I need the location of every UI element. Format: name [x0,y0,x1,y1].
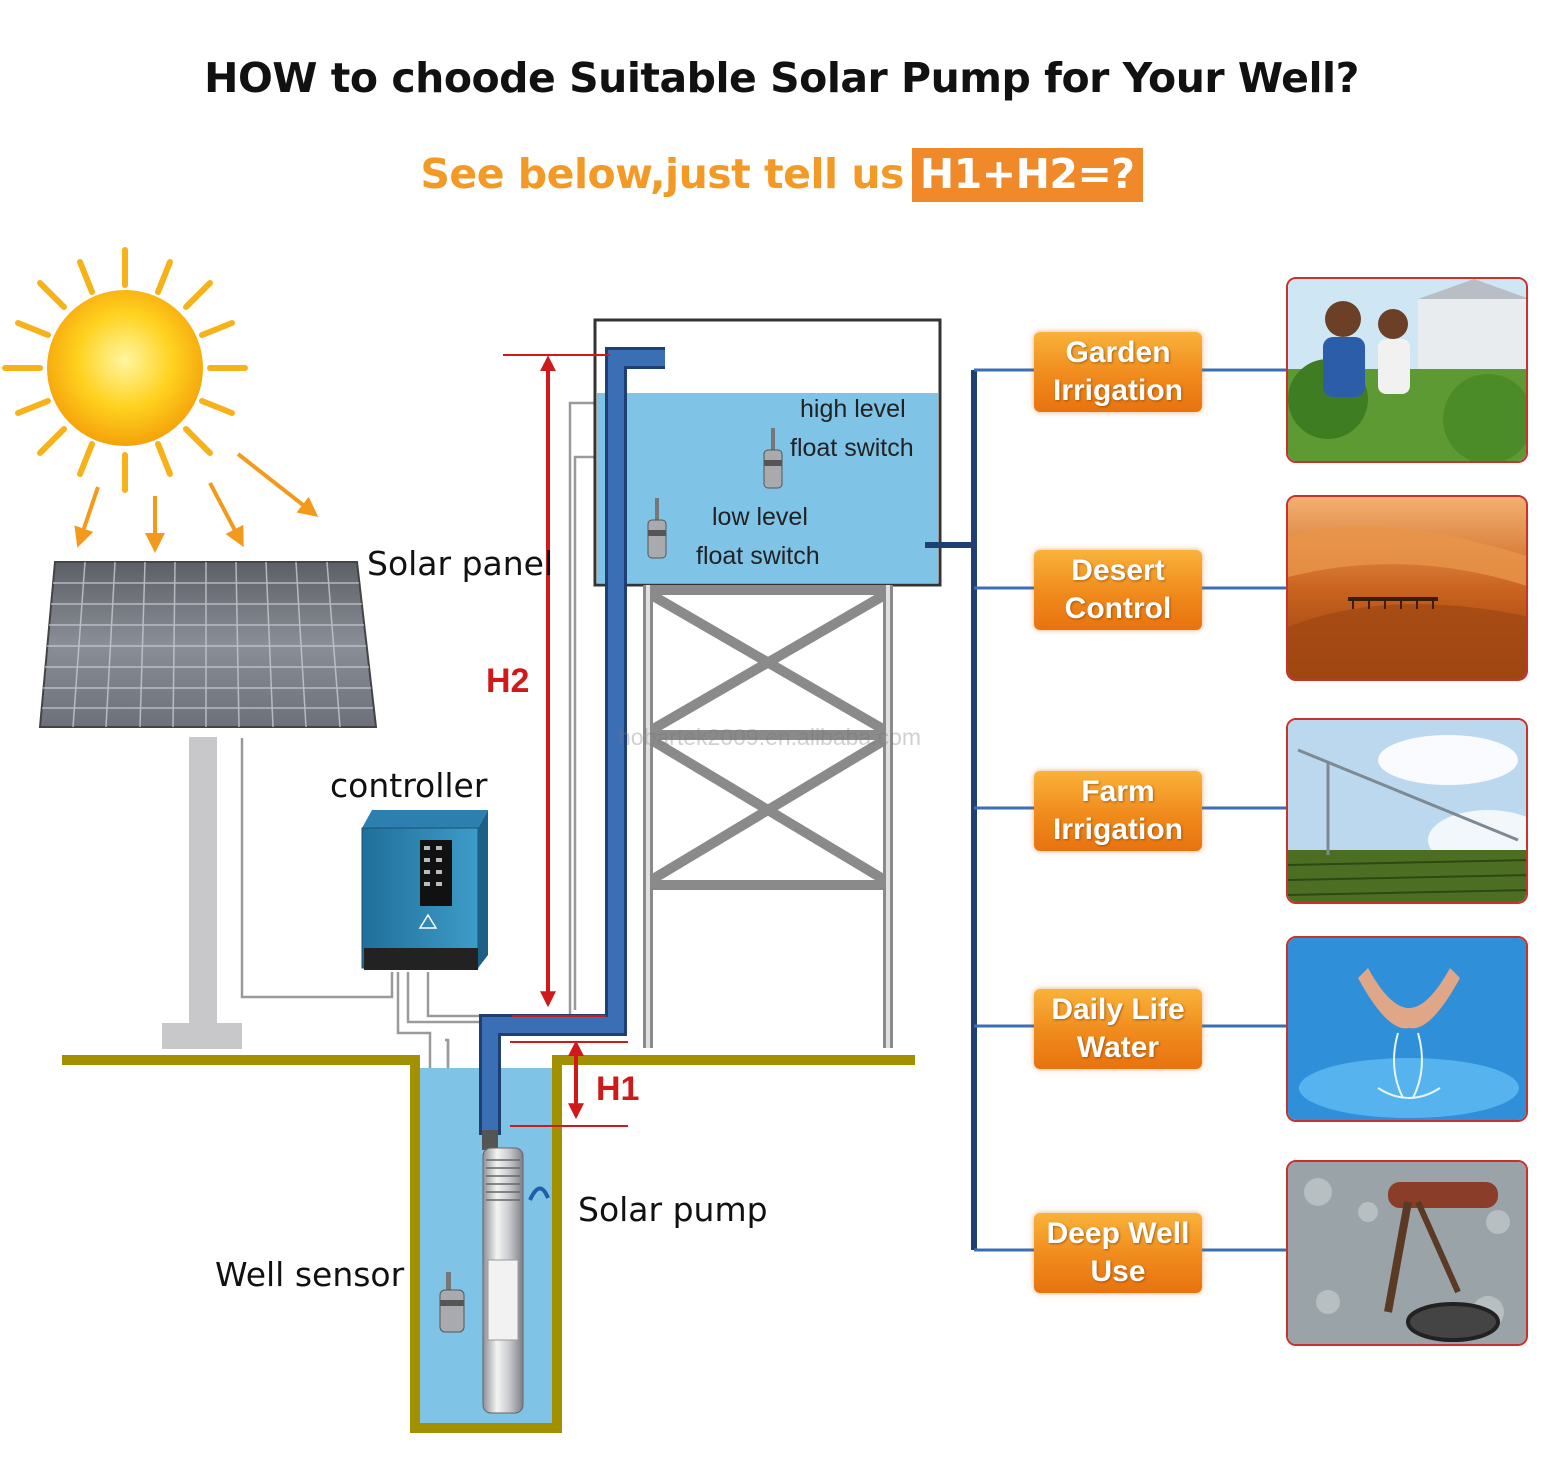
solar-pump-label: Solar pump [578,1190,768,1229]
watermark: hobartek2009.en.alibaba.com [618,724,922,750]
h2-dimension [503,354,610,1017]
low-level-label-2: float switch [696,542,820,570]
app-label-line1: Farm [1081,775,1155,808]
h1-label: H1 [596,1070,640,1108]
distribution-pipes [925,368,1286,1252]
delivery-pipe [479,347,665,1135]
daily-life-water-button: Daily Life Water [1034,989,1202,1069]
solar-pump-icon [482,1130,550,1414]
high-level-label-2: float switch [790,434,914,462]
low-level-label-1: low level [712,503,808,531]
tank-tower [643,585,893,1048]
solar-panel [38,561,378,728]
garden-irrigation-button: Garden Irrigation [1034,332,1202,412]
well-photo [1286,1160,1528,1346]
sun-ray-arrows [74,452,319,553]
water-photo [1286,936,1528,1122]
app-label-line2: Control [1064,592,1172,625]
app-label-line2: Use [1090,1255,1146,1288]
farm-photo [1286,718,1528,904]
well-sensor-label: Well sensor [215,1255,405,1294]
garden-photo [1286,277,1528,463]
farm-irrigation-button: Farm Irrigation [1034,771,1202,851]
low-level-float-switch-icon [647,498,667,559]
controller-device [361,810,488,970]
sun-icon [2,247,248,493]
controller-label: controller [330,766,488,805]
desert-photo [1286,495,1528,681]
app-label-line2: Irrigation [1052,813,1183,846]
subtitle-text: See below,just tell us [420,150,904,198]
well-sensor-icon [439,1272,465,1333]
app-label-line1: Desert [1071,554,1165,587]
high-level-float-switch-icon [763,428,783,489]
page-title: HOW to choode Suitable Solar Pump for Yo… [204,54,1359,102]
app-label-line1: Daily Life [1051,993,1185,1026]
app-label-line1: Deep Well [1046,1217,1190,1250]
h2-label: H2 [486,662,530,700]
app-label-line2: Irrigation [1052,374,1183,407]
desert-control-button: Desert Control [1034,550,1202,630]
solar-panel-label: Solar panel [367,544,554,583]
panel-pole [162,737,242,1049]
app-label-line2: Water [1076,1031,1160,1064]
app-label-line1: Garden [1065,336,1171,369]
h1-dimension [510,1040,628,1127]
high-level-label-1: high level [800,395,906,423]
deep-well-use-button: Deep Well Use [1034,1213,1202,1293]
formula-badge: H1+H2=? [911,148,1143,202]
